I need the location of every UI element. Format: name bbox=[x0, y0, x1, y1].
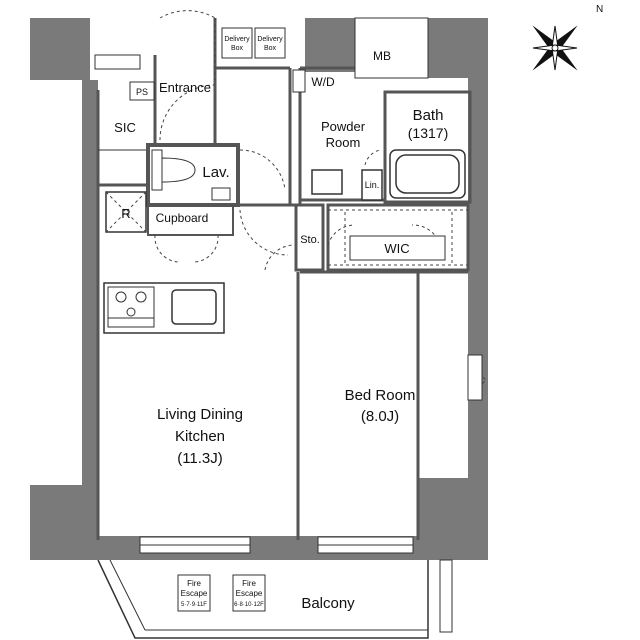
bed-room-label-1: Bed Room bbox=[345, 387, 416, 404]
delivery-box-1-l2: Box bbox=[231, 45, 244, 52]
mb-label: MB bbox=[373, 49, 391, 63]
powder-room-label-2: Room bbox=[326, 135, 361, 150]
fire-escape-2-l1: Fire bbox=[242, 579, 256, 588]
ldk-label-1: Living Dining bbox=[157, 406, 243, 423]
windows bbox=[139, 354, 483, 554]
fire-escape-1-l2: Escape bbox=[181, 589, 208, 598]
bathtub-icon bbox=[389, 149, 466, 199]
ldk-label-2: Kitchen bbox=[175, 428, 225, 445]
lav-label: Lav. bbox=[202, 164, 229, 181]
wic-label: WIC bbox=[384, 241, 409, 256]
washer-icon bbox=[292, 69, 306, 93]
delivery-box-2-l1: Delivery bbox=[257, 36, 283, 43]
bed-room-label-2: (8.0J) bbox=[361, 408, 399, 425]
balcony-label: Balcony bbox=[301, 595, 355, 612]
fire-escape-1-l3: 5·7·9·11F bbox=[181, 602, 207, 608]
stove-icon bbox=[107, 286, 155, 328]
toilet-icon bbox=[151, 149, 231, 201]
fire-escape-2-l3: 6·8·10·12F bbox=[234, 602, 264, 608]
bath-label-2: (1317) bbox=[408, 125, 448, 141]
fixtures bbox=[105, 27, 466, 328]
r-label: R bbox=[121, 206, 130, 221]
doors bbox=[154, 10, 487, 396]
kitchen-sink-icon bbox=[171, 289, 217, 325]
balcony bbox=[97, 559, 453, 639]
cupboard-label: Cupboard bbox=[156, 211, 209, 225]
bath-label-1: Bath bbox=[413, 107, 444, 124]
ldk-label-3: (11.3J) bbox=[177, 450, 223, 467]
compass-north: N bbox=[596, 4, 603, 15]
sic-label: SIC bbox=[114, 120, 136, 135]
wd-label: W/D bbox=[311, 75, 335, 89]
ps-label: PS bbox=[136, 87, 148, 97]
powder-room-label-1: Powder bbox=[321, 119, 366, 134]
compass-icon bbox=[532, 25, 578, 71]
sto-label: Sto. bbox=[300, 234, 320, 246]
delivery-box-1-l1: Delivery bbox=[224, 36, 250, 43]
sink-icon bbox=[311, 169, 343, 195]
interior-walls bbox=[94, 17, 472, 540]
entrance-label: Entrance bbox=[159, 80, 211, 95]
lin-label: Lin. bbox=[365, 180, 380, 190]
fire-escape-2-l2: Escape bbox=[236, 589, 263, 598]
delivery-box-2-l2: Box bbox=[264, 45, 277, 52]
fire-escape-1-l1: Fire bbox=[187, 579, 201, 588]
labels: N Entrance PS SIC Lav. Cupboard R Delive… bbox=[114, 4, 603, 612]
